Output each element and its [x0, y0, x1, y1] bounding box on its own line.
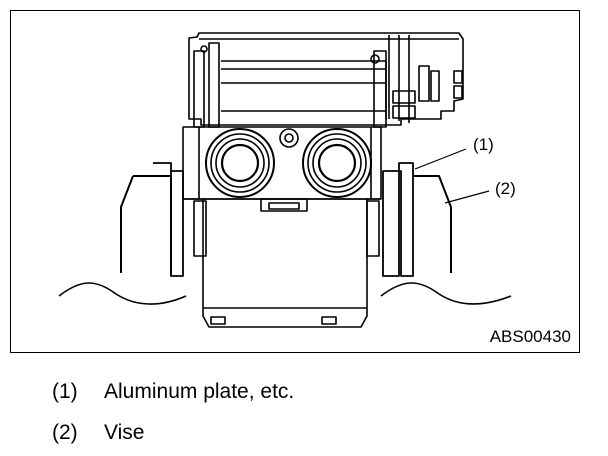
break-lines: [58, 282, 512, 305]
callout-2-label: (2): [495, 179, 516, 198]
legend-item-1: (1) Aluminum plate, etc.: [52, 380, 294, 404]
legend-number: (1): [52, 380, 78, 403]
figure-id: ABS00430: [489, 327, 571, 346]
diagram-frame: (1) (2) ABS00430: [10, 10, 580, 353]
aluminum-plate: [153, 162, 414, 277]
legend-text: Vise: [104, 421, 145, 444]
vise-jaw: [120, 175, 452, 276]
motor-housing: [193, 199, 380, 328]
legend-item-2: (2) Vise: [52, 421, 144, 445]
callout-leaders: [414, 148, 490, 204]
legend-number: (2): [52, 421, 78, 444]
control-module: [188, 32, 464, 128]
callout-1-label: (1): [473, 135, 494, 154]
legend-text: Aluminum plate, etc.: [104, 380, 295, 403]
hydraulic-unit-drawing: [58, 32, 512, 328]
hydraulic-block: [182, 126, 382, 212]
